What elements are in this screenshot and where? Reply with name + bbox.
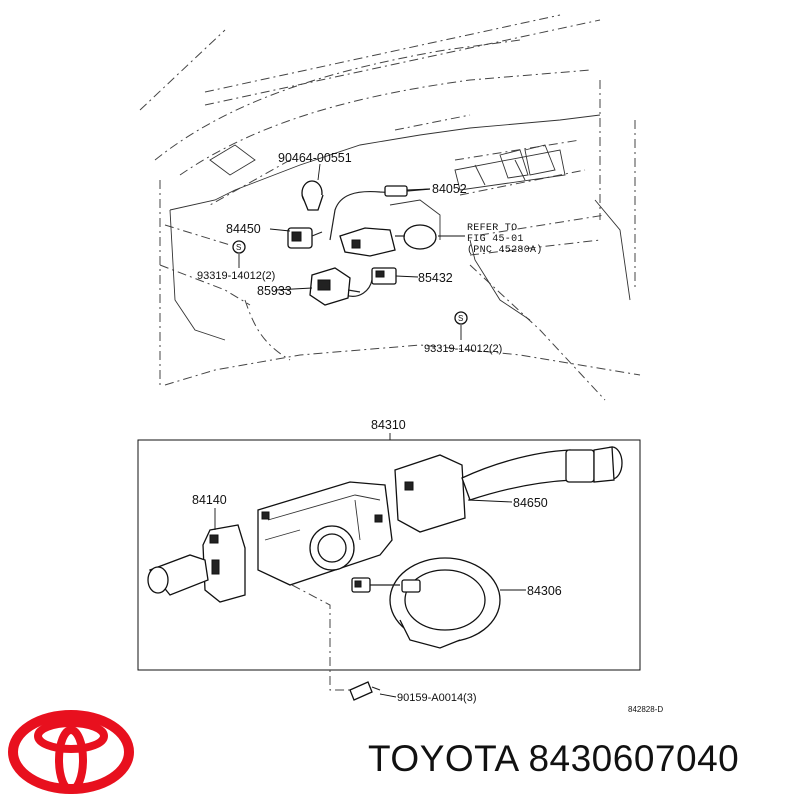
leader-lines-upper	[238, 163, 465, 340]
switch-84450	[287, 227, 323, 249]
label-84052: 84052	[432, 182, 467, 196]
refer-line-1: REFER TO	[467, 223, 517, 234]
screw-symbol-right: S	[454, 311, 468, 325]
refer-line-2: FIG 45-01	[467, 234, 524, 245]
label-85432: 85432	[418, 271, 453, 285]
part-number: 8430607040	[528, 738, 740, 779]
dashboard-phantom-lines	[139, 14, 641, 401]
lever-84650	[394, 446, 623, 533]
drawing-code: 842828-D	[628, 705, 663, 714]
screw-symbol-left: S	[232, 240, 246, 254]
connector-85432	[371, 267, 397, 285]
assembly-frame	[137, 439, 641, 671]
label-90159-A0014: 90159-A0014(3)	[397, 692, 477, 704]
label-84450: 84450	[226, 222, 261, 236]
switch-housing	[257, 481, 393, 586]
screw-guide-line	[291, 584, 360, 691]
label-93319-left: 93319-14012(2)	[197, 270, 275, 282]
refer-line-3: (PNC 45280A)	[467, 244, 543, 256]
relay-85933	[309, 267, 361, 306]
brand-name: TOYOTA	[368, 738, 518, 779]
label-90464-00551: 90464-00551	[278, 151, 352, 165]
label-85933: 85933	[257, 284, 292, 298]
label-84310: 84310	[371, 418, 406, 432]
lever-84140	[147, 524, 246, 603]
footer-caption: TOYOTA 8430607040	[368, 738, 739, 780]
lock-cylinder-assembly	[339, 224, 437, 257]
wire-harness	[329, 185, 431, 297]
label-93319-right: 93319-14012(2)	[424, 343, 502, 355]
label-84306: 84306	[527, 584, 562, 598]
screw-mark-left: S	[236, 243, 241, 252]
screw-mark-right: S	[458, 314, 463, 323]
label-84140: 84140	[192, 493, 227, 507]
screw-90159	[349, 681, 381, 701]
clip-90464	[301, 180, 324, 211]
toyota-logo	[8, 710, 134, 794]
dashboard-outline	[169, 114, 631, 341]
spiral-cable-84306	[351, 557, 501, 649]
label-84650: 84650	[513, 496, 548, 510]
